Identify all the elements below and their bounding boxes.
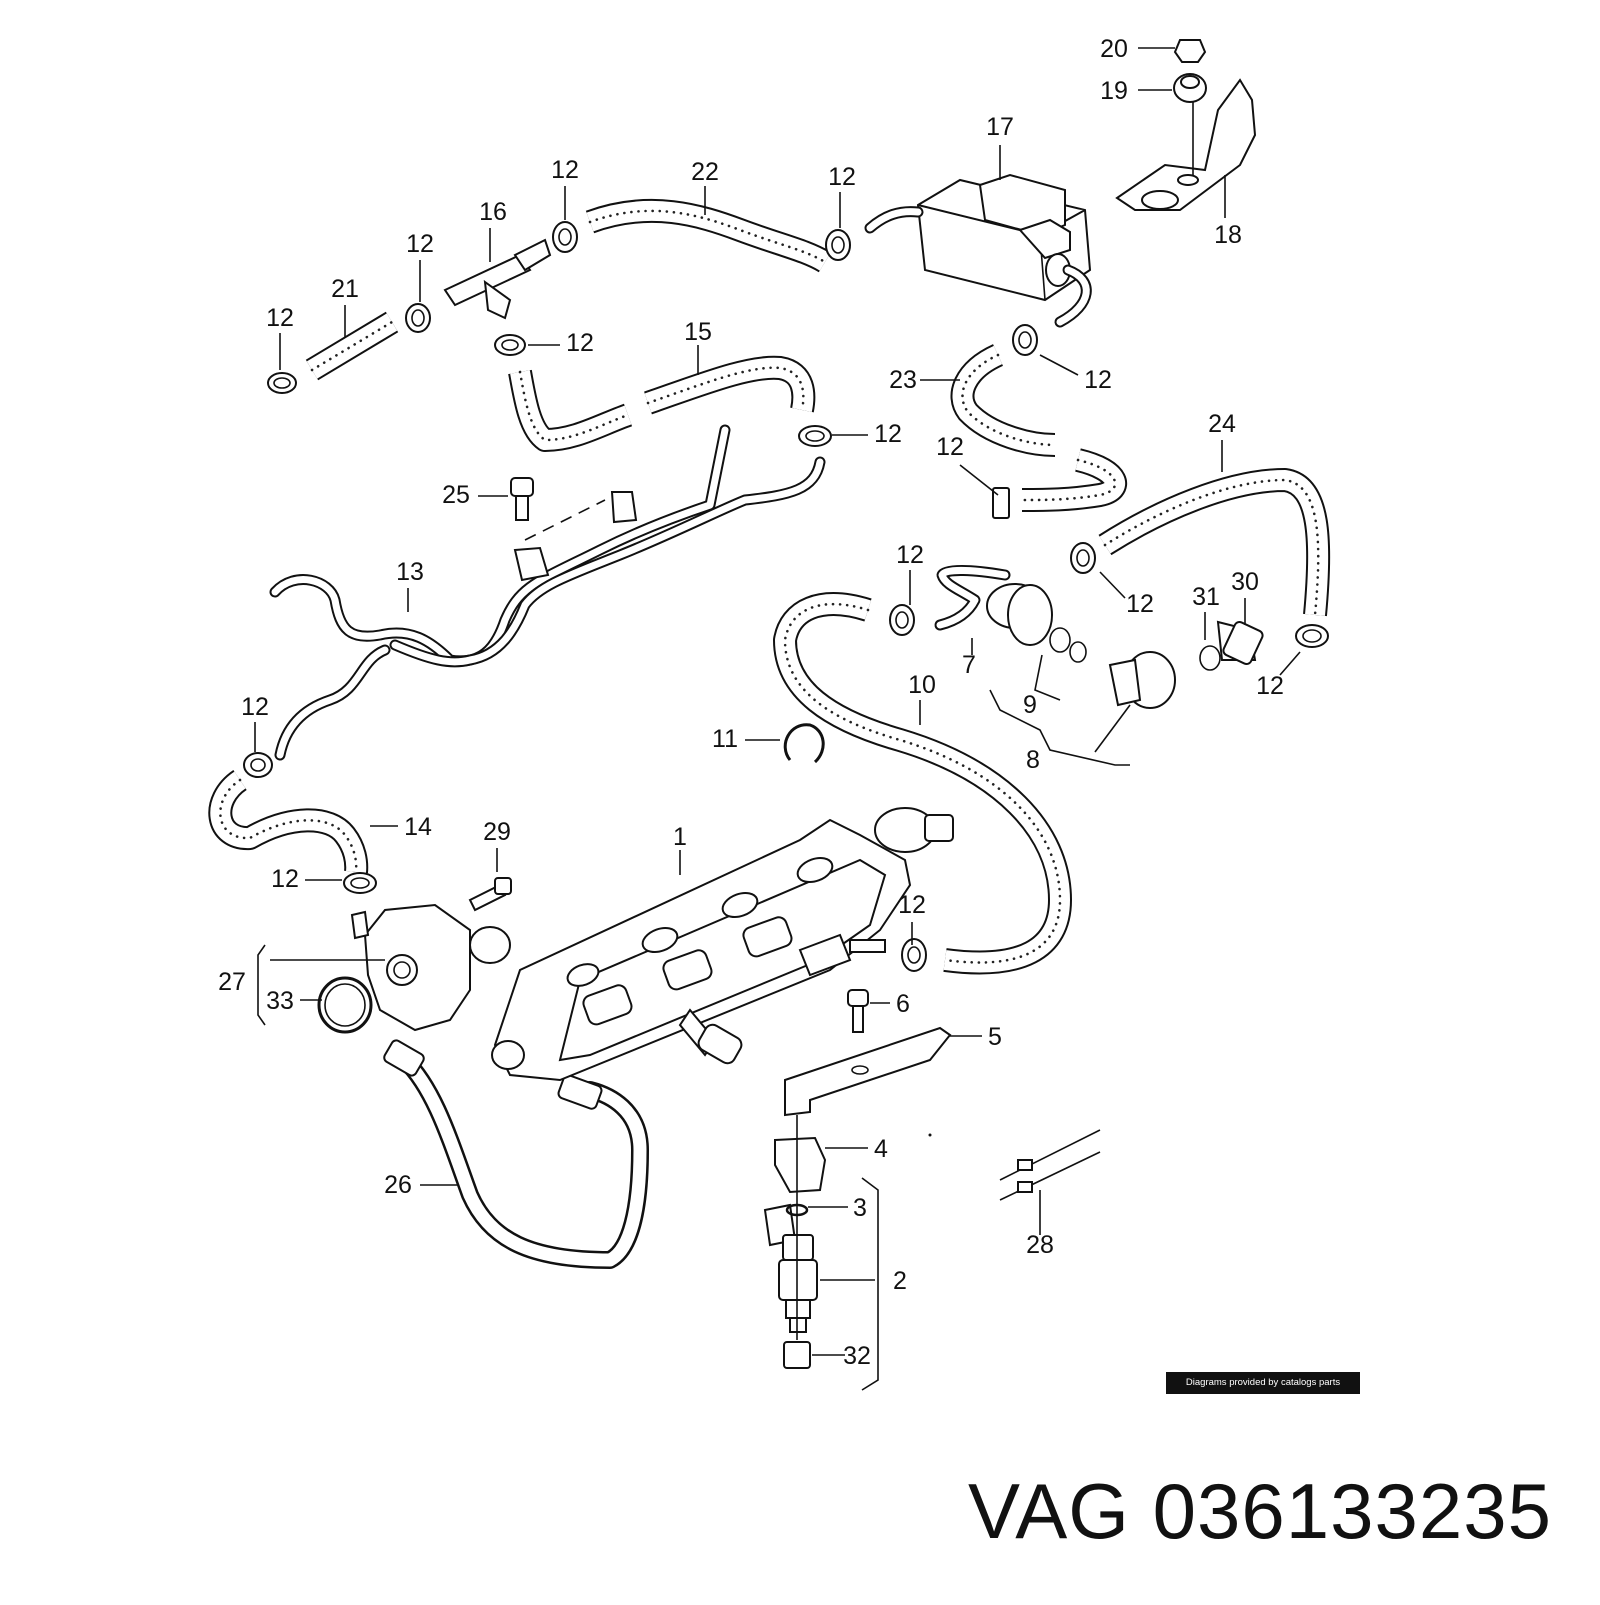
filter-30 [1222,620,1264,666]
callout-labels: 20 19 17 18 12 22 12 16 12 21 12 12 15 2… [218,35,1284,1370]
clamp-12 [798,425,832,447]
callout-label: 12 [406,230,434,258]
clamp-12 [494,334,526,356]
manifold-1 [491,807,954,1082]
callout-label: 12 [1126,590,1154,618]
callout-label: 28 [1026,1231,1054,1259]
hose-21 [305,311,399,381]
clamp-12 [267,372,297,394]
callout-label: 14 [404,813,432,841]
part-number: 036133235 [1152,1467,1552,1555]
callout-label: 17 [986,113,1014,141]
plate-5 [784,1026,952,1117]
bolt-6 [847,989,869,1033]
callout-label: 12 [898,891,926,919]
callout-label: 12 [271,865,299,893]
clamp-12 [343,872,377,894]
callout-label: 2 [893,1267,907,1295]
callout-label: 30 [1231,568,1259,596]
cable-ties-28 [999,1129,1101,1201]
callout-label: 16 [479,198,507,226]
callout-label: 7 [962,651,976,679]
clamps-group [243,221,1329,972]
callout-label: 21 [331,275,359,303]
callout-label: 1 [673,823,687,851]
leader-lines [254,47,1301,1391]
speck [928,1133,932,1137]
callout-label: 29 [483,818,511,846]
clamp-12 [889,604,915,636]
clamp-12 [243,752,273,778]
callout-label: 12 [936,433,964,461]
callout-label: 12 [896,541,924,569]
callout-label: 26 [384,1171,412,1199]
callout-label: 27 [218,968,246,996]
hose-23 [950,344,1127,512]
callout-label: 12 [1084,366,1112,394]
brand-name: VAG [967,1467,1130,1555]
callout-label: 12 [266,304,294,332]
callout-label: 12 [551,156,579,184]
callout-label: 8 [1026,746,1040,774]
callout-label: 11 [712,725,738,753]
bolt-20 [1173,39,1207,63]
callout-label: 15 [684,318,712,346]
clamp-12 [901,938,927,972]
clamp-12 [1070,542,1096,574]
grommet-19 [1173,73,1207,103]
clip-4 [774,1136,827,1194]
callout-label: 12 [874,420,902,448]
bolt-25 [510,477,534,521]
callout-label: 12 [566,329,594,357]
clamp-12 [992,487,1010,519]
callout-label: 32 [843,1342,871,1370]
o-ring-33 [317,976,373,1034]
circlip-11 [783,723,825,764]
clamp-12 [405,303,431,333]
callout-label: 12 [828,163,856,191]
hose-10 [773,592,1072,975]
callout-label: 3 [853,1194,867,1222]
callout-label: 19 [1100,77,1128,105]
callout-label: 22 [691,158,719,186]
clamp-12 [552,221,578,253]
part-number-caption: VAG 036133235 [968,1466,1552,1557]
callout-label: 12 [241,693,269,721]
hose-24 [1098,468,1331,617]
callout-label: 10 [908,671,936,699]
hose-15 [508,355,816,452]
hose-14 [208,770,369,874]
housing-27 [350,903,511,1032]
clamp-12 [825,229,851,261]
callout-label: 12 [1256,672,1284,700]
callout-label: 13 [396,558,424,586]
hose-22 [585,198,832,273]
hoses-group [208,198,1331,975]
bolt-29 [468,877,512,912]
callout-label: 4 [874,1135,888,1163]
pipe-26 [383,1039,649,1269]
callout-label: 20 [1100,35,1128,63]
clamp-12 [1295,624,1329,648]
credit-text: Diagrams provided by catalogs parts [1185,1377,1341,1388]
injector-2 [763,1203,818,1333]
callout-label: 9 [1023,691,1037,719]
callout-label: 6 [896,990,910,1018]
callout-label: 5 [988,1023,1002,1051]
callout-label: 25 [442,481,470,509]
pipe-13 [269,424,826,761]
callout-label: 18 [1214,221,1242,249]
credit-badge: Diagrams provided by catalogs parts [1166,1372,1360,1394]
callout-label: 31 [1192,583,1220,611]
callout-label: 23 [889,366,917,394]
clamp-12 [1012,324,1038,356]
callout-label: 33 [266,987,294,1015]
t-piece-16 [443,238,552,320]
cap-32 [783,1341,811,1369]
canister-17 [864,173,1092,328]
callout-label: 24 [1208,410,1236,438]
bracket-18 [1115,78,1257,211]
